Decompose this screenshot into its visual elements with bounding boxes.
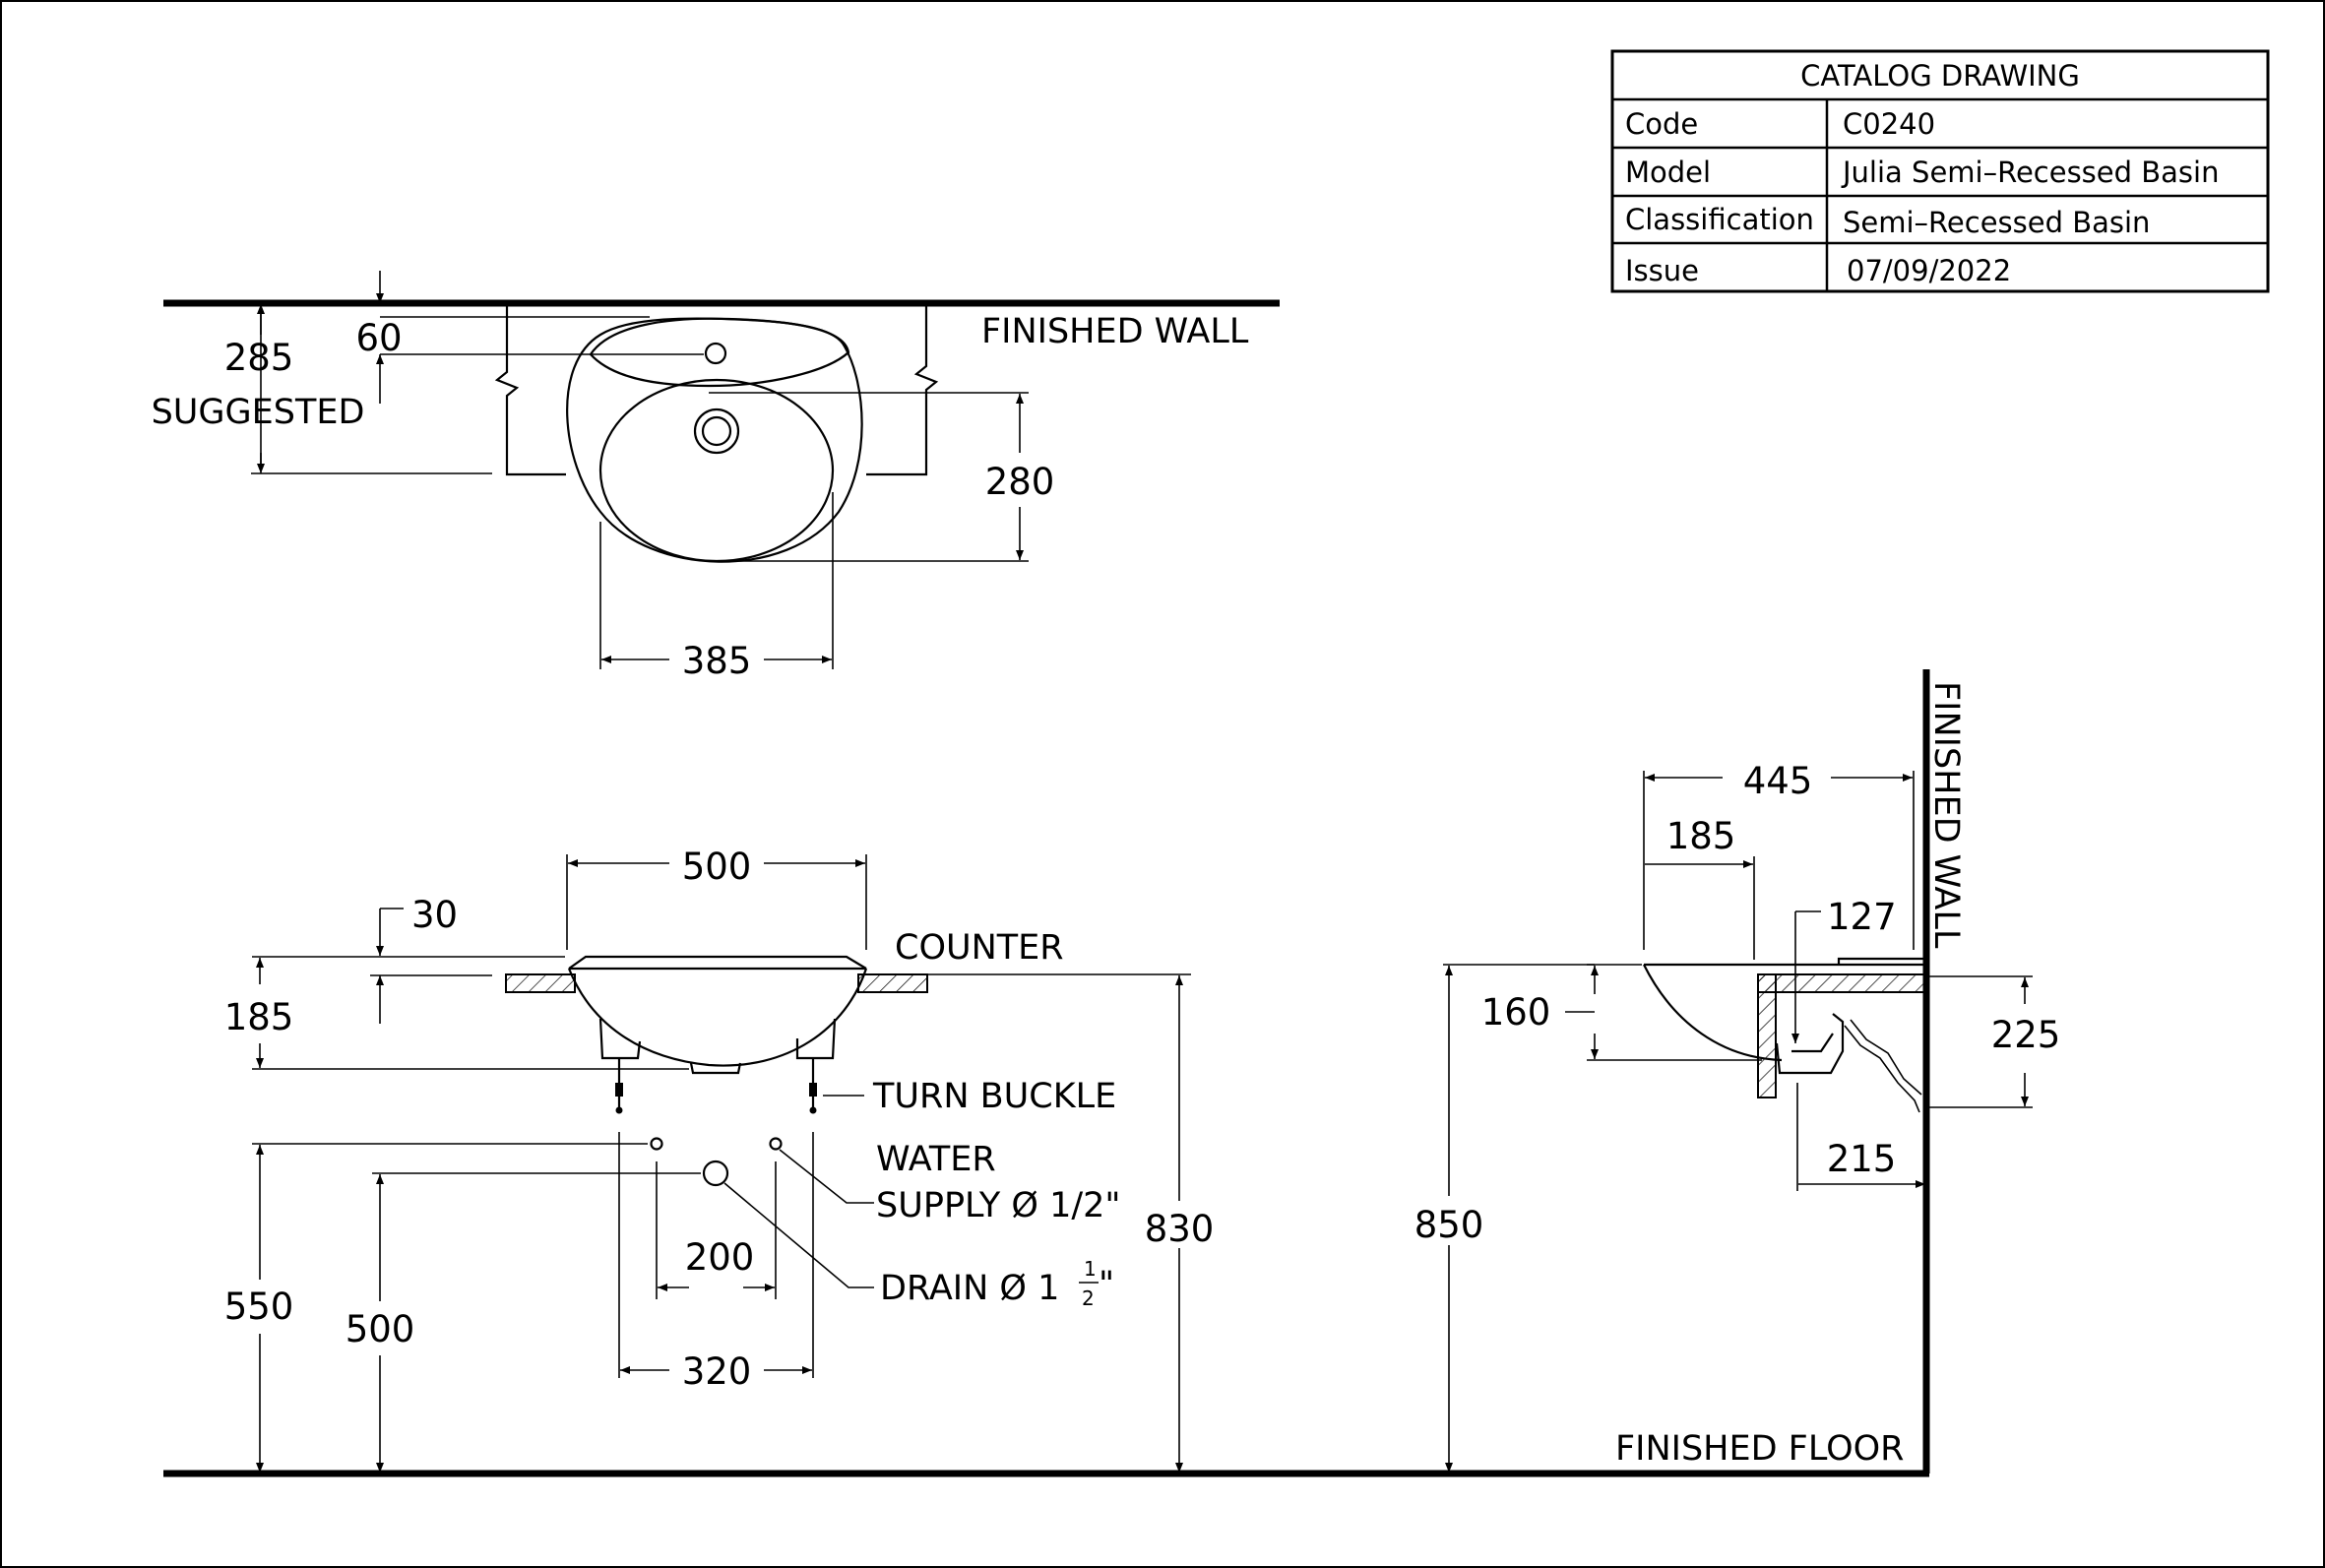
- dim-385: 385: [682, 640, 752, 682]
- dim-185: 185: [224, 996, 294, 1038]
- dim-200: 200: [685, 1236, 755, 1279]
- dim-500-drain: 500: [346, 1308, 415, 1350]
- front-view: COUNTER TURN BUCKLE 500 30: [163, 846, 1929, 1477]
- dim-127: 127: [1827, 896, 1897, 938]
- dim-160: 160: [1481, 991, 1551, 1034]
- dim-320: 320: [682, 1350, 752, 1393]
- title-row-value: 07/09/2022: [1847, 254, 2011, 287]
- title-block-header: CATALOG DRAWING: [1800, 59, 2080, 93]
- dim-500: 500: [682, 846, 752, 888]
- title-row-label: Classification: [1625, 203, 1814, 236]
- drain-label: DRAIN Ø 1 1 2 ": [880, 1257, 1114, 1310]
- water-supply-label-2: SUPPLY Ø 1/2": [876, 1186, 1121, 1225]
- svg-text:DRAIN Ø 1: DRAIN Ø 1: [880, 1269, 1059, 1308]
- dim-side-185: 185: [1666, 815, 1736, 857]
- title-block: CATALOG DRAWING Code C0240 Model Julia S…: [1610, 49, 2270, 293]
- drain-fraction-num: 1: [1084, 1257, 1097, 1281]
- title-row-label: Model: [1625, 156, 1711, 189]
- title-row-label: Issue: [1625, 254, 1699, 287]
- title-row-value: Julia Semi–Recessed Basin: [1841, 156, 2219, 189]
- suggested-label: SUGGESTED: [152, 393, 365, 432]
- drain-fraction-den: 2: [1082, 1286, 1095, 1310]
- dim-285: 285: [224, 337, 294, 379]
- side-view: FINISHED WALL FINISHED FLOOR 445 185 127: [1414, 669, 2061, 1474]
- dim-830: 830: [1145, 1208, 1215, 1250]
- counter-label: COUNTER: [895, 928, 1064, 968]
- dim-850: 850: [1414, 1204, 1484, 1246]
- finished-wall-side-label: FINISHED WALL: [1926, 681, 1966, 949]
- turn-buckle-label: TURN BUCKLE: [872, 1077, 1116, 1116]
- dim-60: 60: [355, 317, 402, 359]
- dim-550: 550: [224, 1286, 294, 1328]
- plan-view: FINISHED WALL 285 SUGGESTED 60 280: [152, 271, 1280, 682]
- title-row-value: C0240: [1843, 107, 1935, 141]
- water-supply-label-1: WATER: [876, 1140, 996, 1179]
- svg-text:": ": [1099, 1265, 1114, 1304]
- dim-215: 215: [1827, 1138, 1897, 1180]
- finished-wall-label: FINISHED WALL: [981, 312, 1249, 351]
- dim-225: 225: [1991, 1014, 2061, 1056]
- dim-280: 280: [985, 461, 1055, 503]
- title-row-value: Semi–Recessed Basin: [1843, 206, 2150, 239]
- finished-floor-label: FINISHED FLOOR: [1615, 1429, 1904, 1469]
- dim-30: 30: [411, 894, 458, 936]
- title-row-label: Code: [1625, 107, 1698, 141]
- dim-445: 445: [1743, 760, 1813, 802]
